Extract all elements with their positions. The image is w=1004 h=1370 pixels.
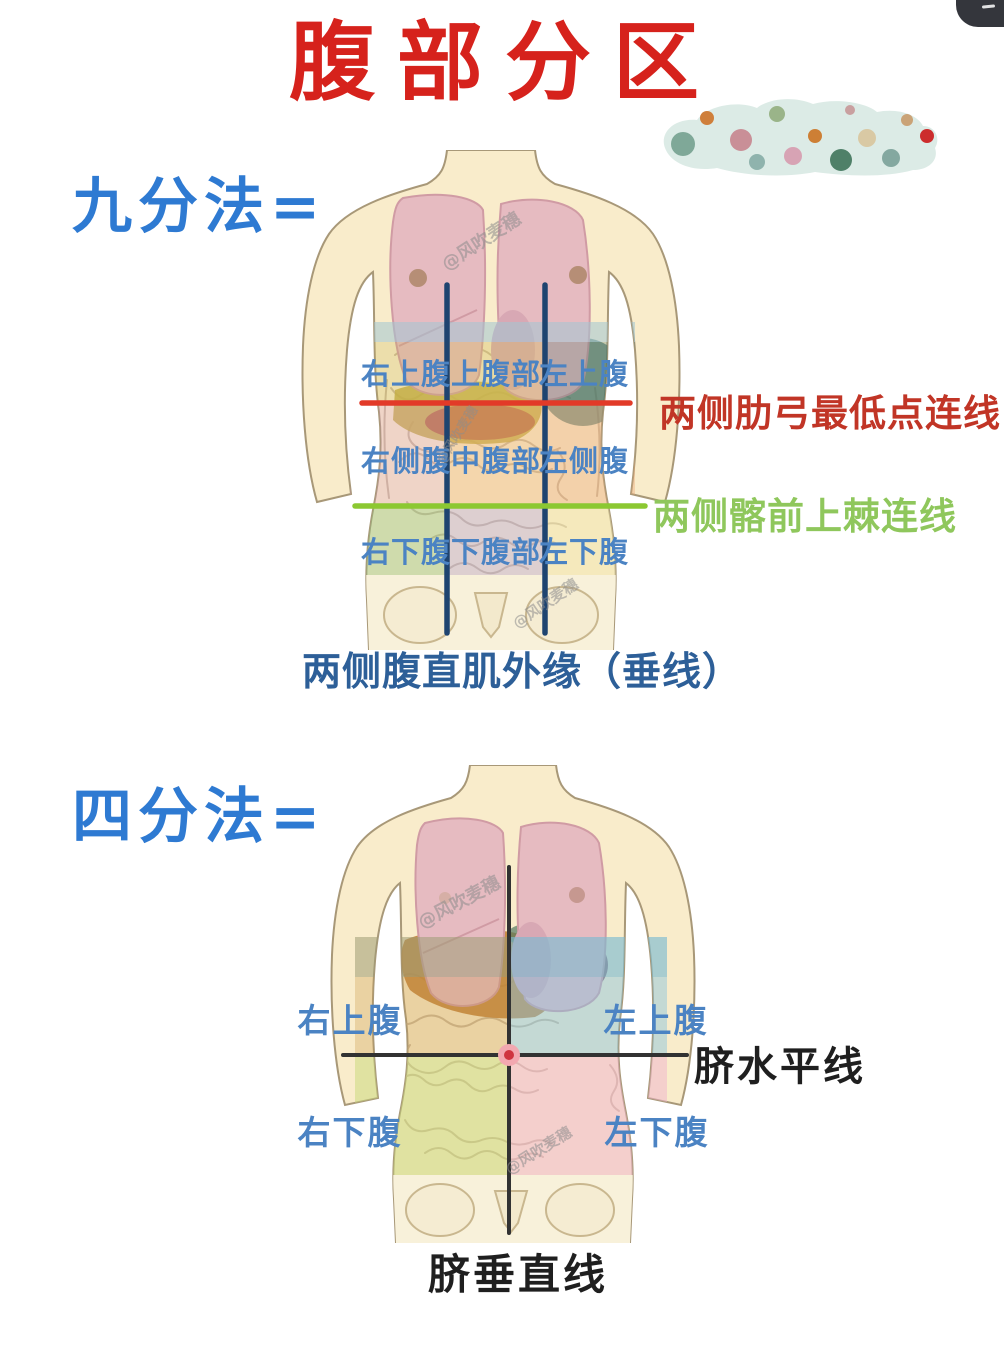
page-title: 腹部分区: [289, 13, 721, 113]
stomach-shape: [425, 404, 535, 440]
navel-dot: [504, 1050, 514, 1060]
region-label-umbilical: 中腹部: [450, 444, 542, 478]
quadrant-label-right-lower: 右下腹: [297, 1113, 403, 1152]
lungs: [414, 817, 607, 1012]
region-label-epigastric: 上腹部: [450, 357, 542, 391]
region-label-left-lower: 左下腹: [538, 535, 630, 569]
costal-line-annotation: 两侧肋弓最低点连线: [659, 392, 1001, 435]
right-lung-shape: [414, 817, 507, 1007]
umbilical-vertical-label: 脐垂直线: [428, 1250, 609, 1299]
cloud-blob: [663, 99, 938, 176]
nipple-left: [569, 887, 585, 903]
umbilical-lines: [341, 865, 689, 1235]
iliac-line-annotation: 两侧髂前上棘连线: [653, 495, 957, 538]
cloud-dots: [671, 105, 934, 171]
nipple-right: [409, 269, 427, 287]
region-label-right-lower: 右下腹: [360, 535, 452, 569]
region-label-left-upper: 左上腹: [538, 357, 630, 391]
quadrant-label-left-upper: 左上腹: [603, 1001, 709, 1040]
dividing-lines: [352, 282, 648, 636]
four-quadrant-torso-illustration: [330, 765, 696, 1243]
quadrant-label-right-upper: 右上腹: [297, 1001, 403, 1040]
right-lung-shape: [389, 193, 487, 396]
rectus-caption: 两侧腹直肌外缘（垂线）: [302, 650, 743, 695]
quadrant-label-left-lower: 左下腹: [604, 1113, 710, 1152]
pill-highlight-icon: [981, 4, 996, 9]
heart-shadow: [511, 922, 551, 998]
umbilical-horizontal-label: 脐水平线: [694, 1044, 866, 1090]
region-label-hypogastric: 下腹部: [450, 535, 542, 569]
corner-overlay-button[interactable]: [956, 0, 1004, 27]
nine-region-torso-illustration: [301, 150, 681, 650]
nipple-right: [439, 892, 451, 904]
region-label-right-lateral: 右侧腹: [360, 444, 452, 478]
four-method-heading: 四分法=: [72, 782, 327, 852]
dot-cloud-decoration: [663, 99, 938, 176]
region-label-right-upper: 右上腹: [360, 357, 452, 391]
pelvis-sketch: [335, 575, 647, 650]
region-label-left-lateral: 左侧腹: [538, 444, 630, 478]
nine-method-heading: 九分法=: [72, 172, 327, 242]
nipple-left: [569, 266, 587, 284]
